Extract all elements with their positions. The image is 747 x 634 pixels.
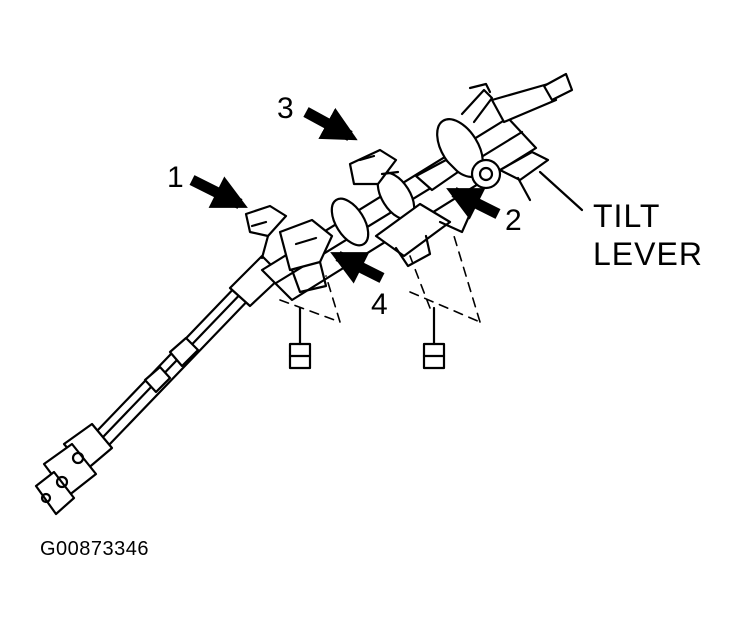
- bracket-2: [374, 158, 472, 268]
- bracket-1: [244, 204, 288, 260]
- mounting-bolt-right: [422, 306, 446, 370]
- bracket-4: [278, 218, 334, 294]
- callout-arrow-4: [330, 251, 385, 284]
- callout-label-1: 1: [167, 161, 184, 194]
- tilt-lever-label: TILT LEVER: [593, 198, 703, 274]
- callout-arrow-3: [303, 107, 358, 141]
- tilt-lever-label-line-1: TILT: [593, 198, 661, 234]
- intermediate-shaft: [94, 254, 284, 448]
- callout-arrow-1: [189, 175, 248, 209]
- tilt-lever-label-line-2: LEVER: [593, 235, 703, 272]
- mounting-bolt-left: [288, 306, 312, 370]
- bracket-3: [348, 148, 400, 186]
- universal-joint: [34, 422, 114, 516]
- callout-label-3: 3: [277, 92, 294, 125]
- callout-label-4: 4: [371, 288, 388, 321]
- callout-label-2: 2: [505, 204, 522, 237]
- figure-id: G00873346: [40, 538, 150, 560]
- callout-arrow-2: [446, 187, 501, 220]
- tilt-lever: [470, 150, 584, 212]
- installation-guides: [279, 235, 481, 323]
